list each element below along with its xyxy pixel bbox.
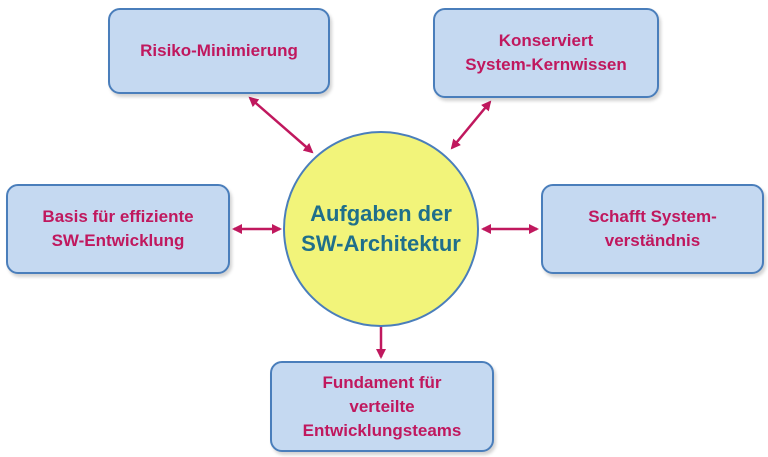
node-label-line2: SW-Entwicklung (51, 231, 185, 250)
node-system-kernwissen: Konserviert System-Kernwissen (433, 8, 659, 98)
center-topic: Aufgaben der SW-Architektur (283, 131, 479, 327)
arrow-risk (248, 96, 314, 154)
node-label-line1: Risiko-Minimierung (140, 41, 298, 60)
node-label-line1: Konserviert (498, 31, 594, 50)
node-systemverstaendnis: Schafft System- verständnis (541, 184, 764, 274)
center-title-line2: SW-Architektur (301, 231, 461, 256)
center-title-line1: Aufgaben der (310, 201, 452, 226)
node-risiko-minimierung: Risiko-Minimierung (108, 8, 330, 94)
node-label-line2: verteilte (349, 396, 415, 416)
node-label-line3: Entwicklungsteams (302, 420, 462, 440)
node-label-line1: Schafft System- (588, 207, 717, 226)
node-label-line2: System-Kernwissen (465, 55, 627, 74)
node-label-line1: Fundament für (322, 372, 442, 392)
node-effiziente-entwicklung: Basis für effiziente SW-Entwicklung (6, 184, 230, 274)
node-verteilte-teams: Fundament für verteilte Entwicklungsteam… (270, 361, 494, 452)
node-label-line2: verständnis (604, 231, 701, 250)
node-label-line1: Basis für effiziente (42, 207, 194, 226)
arrow-core (450, 100, 492, 150)
